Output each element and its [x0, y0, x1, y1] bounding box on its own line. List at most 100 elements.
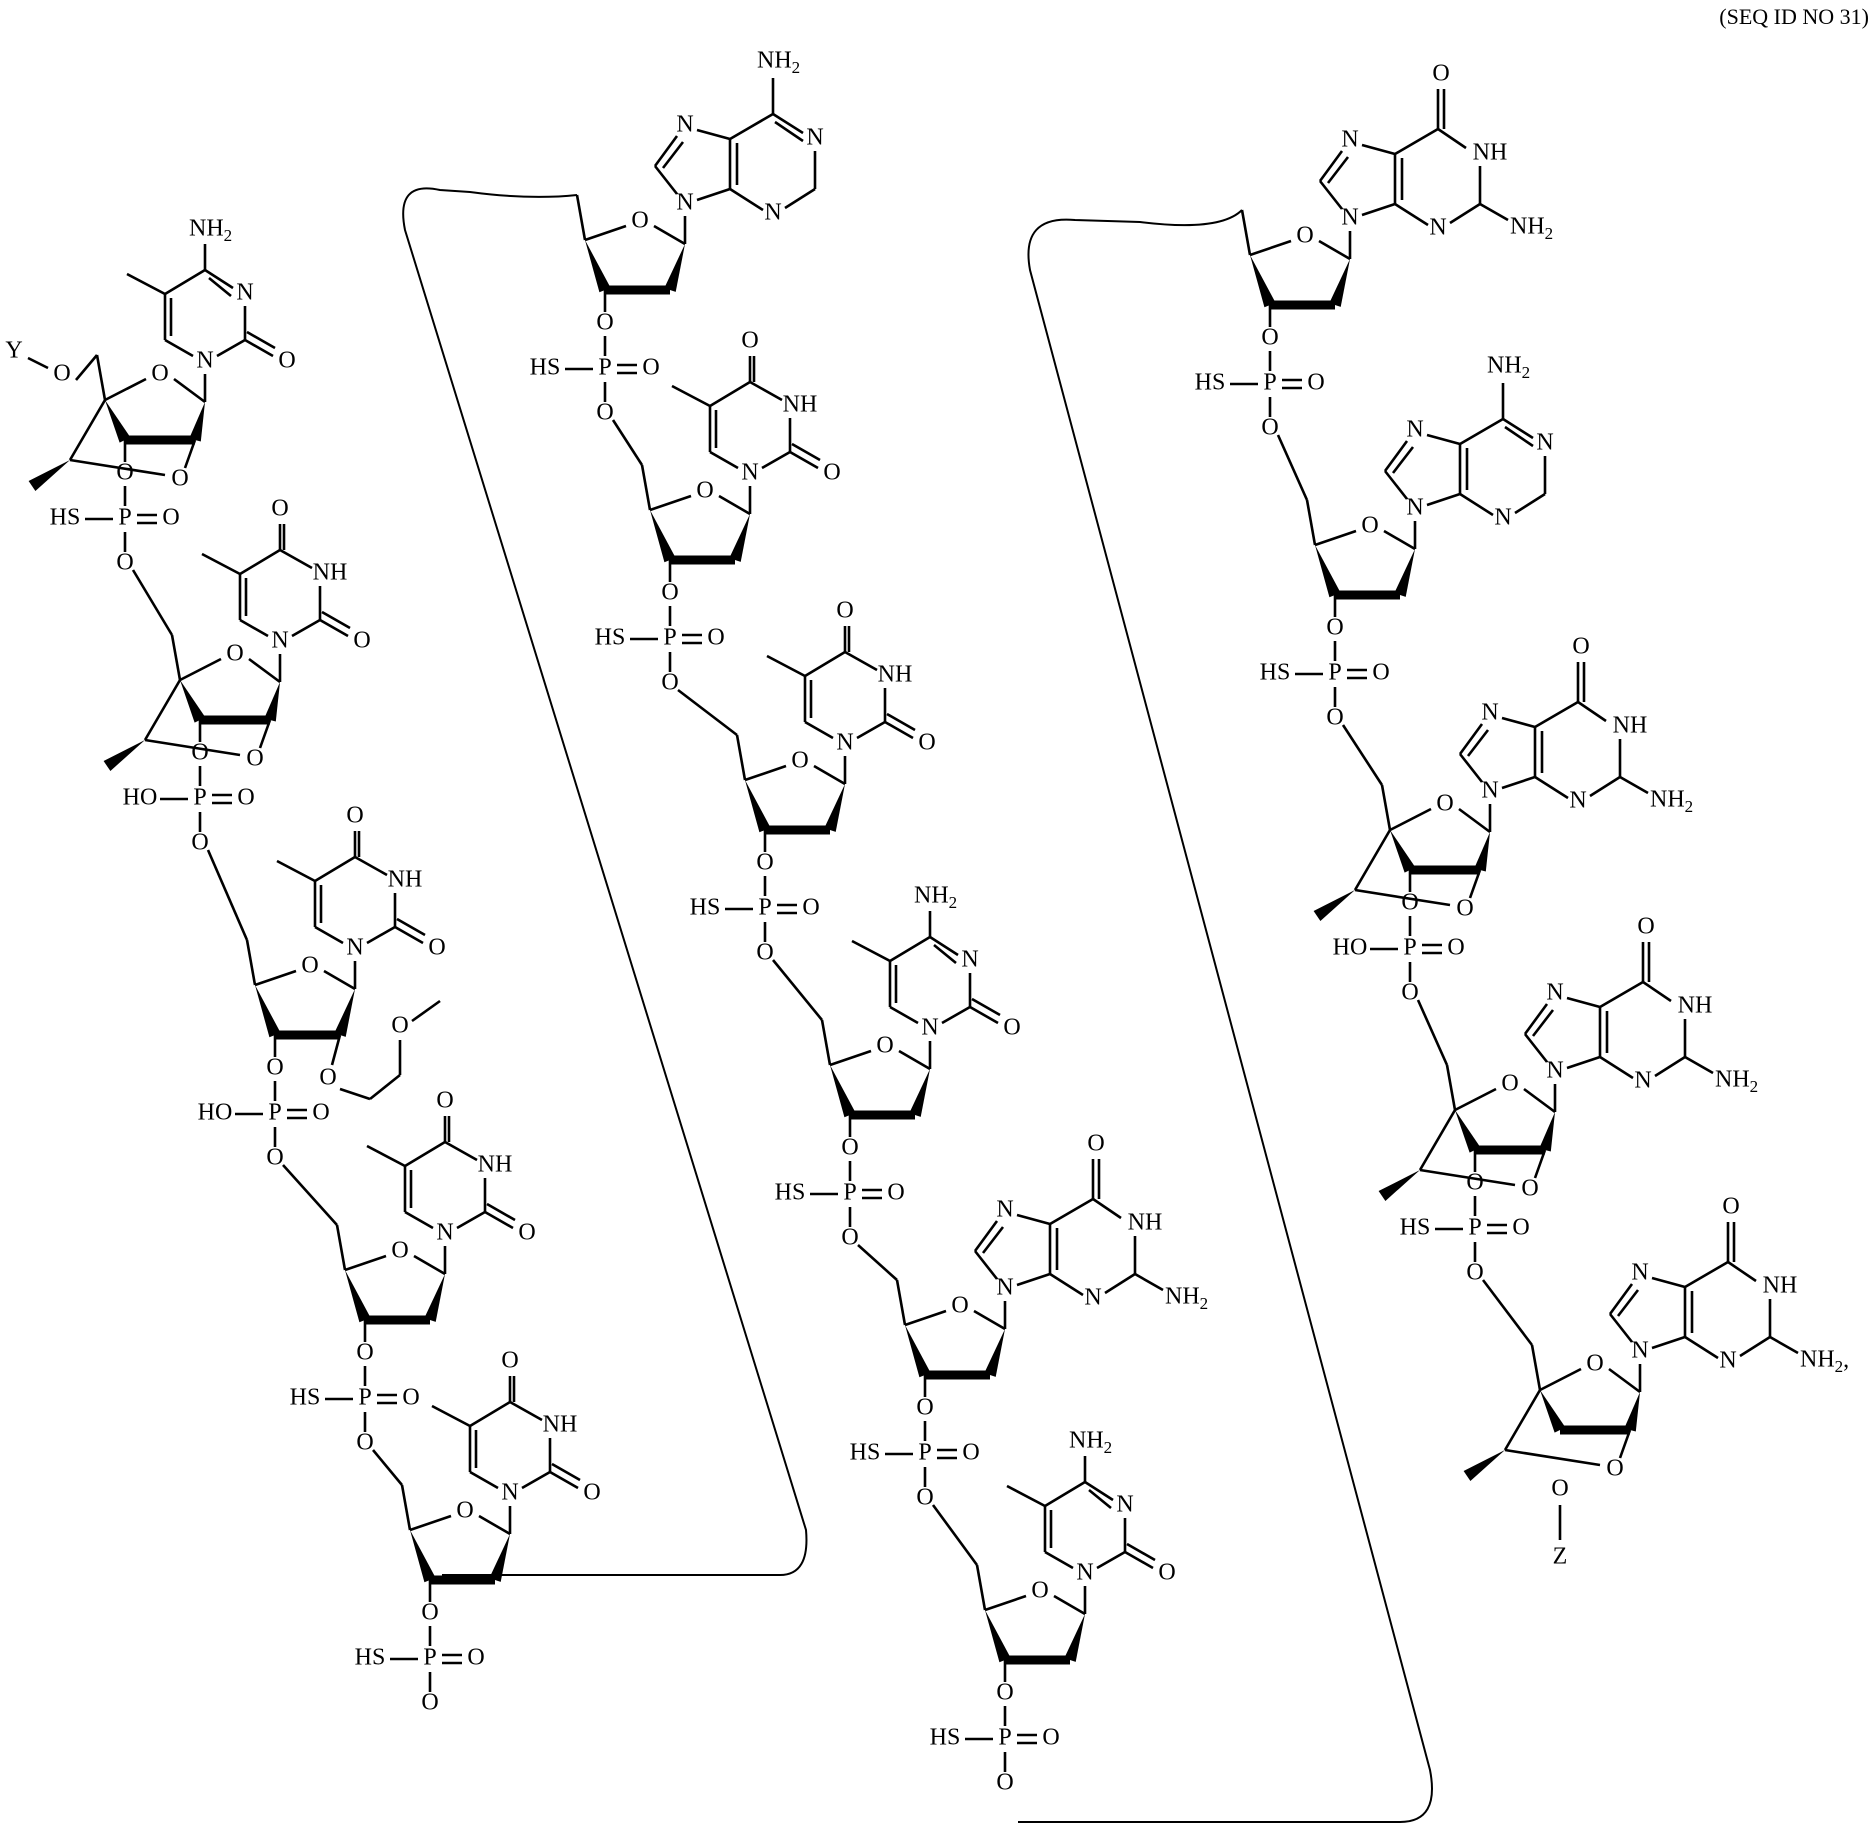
- phosphorus-atom: P: [193, 785, 206, 811]
- phosphate-oxygen: O: [1261, 325, 1278, 351]
- n1-atom: N: [501, 1480, 518, 1506]
- deoxyribose-sugar: O: [904, 1293, 1006, 1380]
- n1-atom: N: [836, 730, 853, 756]
- n3-atom: N: [1719, 1348, 1736, 1374]
- n3-atom: N: [1569, 788, 1586, 814]
- deoxyribose-sugar: O: [1249, 223, 1351, 310]
- ring-oxygen: O: [951, 1293, 968, 1319]
- ring-oxygen: O: [876, 1033, 893, 1059]
- phosphate-oxygen: O: [596, 310, 613, 336]
- phosphate-oxygen: O: [1261, 415, 1278, 441]
- n1-atom: N: [196, 348, 213, 374]
- carbonyl-oxygen: O: [1003, 1015, 1020, 1041]
- bicyclic-sugar: OO: [1463, 1351, 1641, 1482]
- phosphate-oxygen: O: [841, 1225, 858, 1251]
- amino-group-label: NH2: [1510, 214, 1553, 243]
- thiol-label: HS: [690, 895, 721, 921]
- thiol-label: HS: [1400, 1215, 1431, 1241]
- three-prime-oxygen: O: [1551, 1476, 1568, 1502]
- carbonyl-oxygen: O: [1432, 61, 1449, 87]
- thiol-label: HS: [290, 1385, 321, 1411]
- thiol-label: HS: [595, 625, 626, 651]
- n7-atom: N: [1406, 417, 1423, 443]
- carbonyl-oxygen: O: [1572, 634, 1589, 660]
- bicyclic-sugar: OO: [28, 361, 206, 492]
- deoxyribose-sugar: O: [344, 1238, 446, 1325]
- deoxyribose-sugar: O: [409, 1498, 511, 1585]
- phosphate-oxygen: O: [191, 830, 208, 856]
- hydroxyl-label: HO: [123, 785, 158, 811]
- amino-group-label: NH2: [189, 216, 232, 245]
- phosphorus-atom: P: [118, 505, 131, 531]
- carbonyl-oxygen: O: [271, 496, 288, 522]
- phosphate-oxygen: O: [266, 1145, 283, 1171]
- deoxyribose-sugar: O: [829, 1033, 931, 1120]
- amino-group-label: NH2: [1650, 787, 1693, 816]
- n3-atom: N: [764, 200, 781, 226]
- phosphorus-atom: P: [843, 1180, 856, 1206]
- phosphoryl-oxygen: O: [162, 505, 179, 531]
- phosphate-oxygen: O: [1466, 1170, 1483, 1196]
- n3-imino: NH: [388, 867, 423, 893]
- phosphorus-atom: P: [758, 895, 771, 921]
- n3-imino: NH: [878, 662, 913, 688]
- ring-oxygen: O: [226, 641, 243, 667]
- ring-oxygen: O: [456, 1498, 473, 1524]
- ring-oxygen: O: [301, 953, 318, 979]
- deoxyribose-sugar: O: [584, 208, 686, 295]
- n9-atom: N: [1341, 205, 1358, 231]
- ring-oxygen: O: [1361, 513, 1378, 539]
- ring-oxygen: O: [1586, 1351, 1603, 1377]
- n7-atom: N: [1341, 127, 1358, 153]
- phosphorus-atom: P: [1468, 1215, 1481, 1241]
- deoxyribose-sugar: O: [984, 1578, 1086, 1665]
- bridge-oxygen: O: [1606, 1456, 1623, 1482]
- n9-atom: N: [1631, 1338, 1648, 1364]
- bridge-oxygen: O: [171, 466, 188, 492]
- bridge-oxygen: O: [246, 746, 263, 772]
- phosphoryl-oxygen: O: [887, 1180, 904, 1206]
- chain-continuation-loop: [402, 187, 808, 1576]
- chain-continuation-loop: [1018, 209, 1433, 1823]
- phosphate-oxygen: O: [421, 1600, 438, 1626]
- carbonyl-oxygen: O: [278, 348, 295, 374]
- n3-atom: N: [1116, 1492, 1133, 1518]
- phosphorus-atom: P: [423, 1645, 436, 1671]
- bridge-oxygen: O: [1456, 896, 1473, 922]
- phosphate-oxygen: O: [996, 1680, 1013, 1706]
- thiol-label: HS: [930, 1725, 961, 1751]
- thiol-label: HS: [355, 1645, 386, 1671]
- phosphoryl-oxygen: O: [312, 1100, 329, 1126]
- phosphorus-atom: P: [1263, 370, 1276, 396]
- n1-atom: N: [806, 125, 823, 151]
- phosphoryl-oxygen: O: [1042, 1725, 1059, 1751]
- n3-atom: N: [236, 280, 253, 306]
- phosphate-oxygen: O: [116, 550, 133, 576]
- five-prime-oxygen: O: [53, 361, 70, 387]
- n3-atom: N: [1084, 1285, 1101, 1311]
- hydroxyl-label: HO: [198, 1100, 233, 1126]
- ether-oxygen: O: [319, 1065, 336, 1091]
- phosphate-oxygen: O: [916, 1485, 933, 1511]
- phosphoryl-oxygen: O: [1447, 935, 1464, 961]
- n3-atom: N: [1494, 505, 1511, 531]
- phosphoryl-oxygen: O: [1307, 370, 1324, 396]
- carbonyl-oxygen: O: [918, 730, 935, 756]
- phosphate-oxygen: O: [841, 1135, 858, 1161]
